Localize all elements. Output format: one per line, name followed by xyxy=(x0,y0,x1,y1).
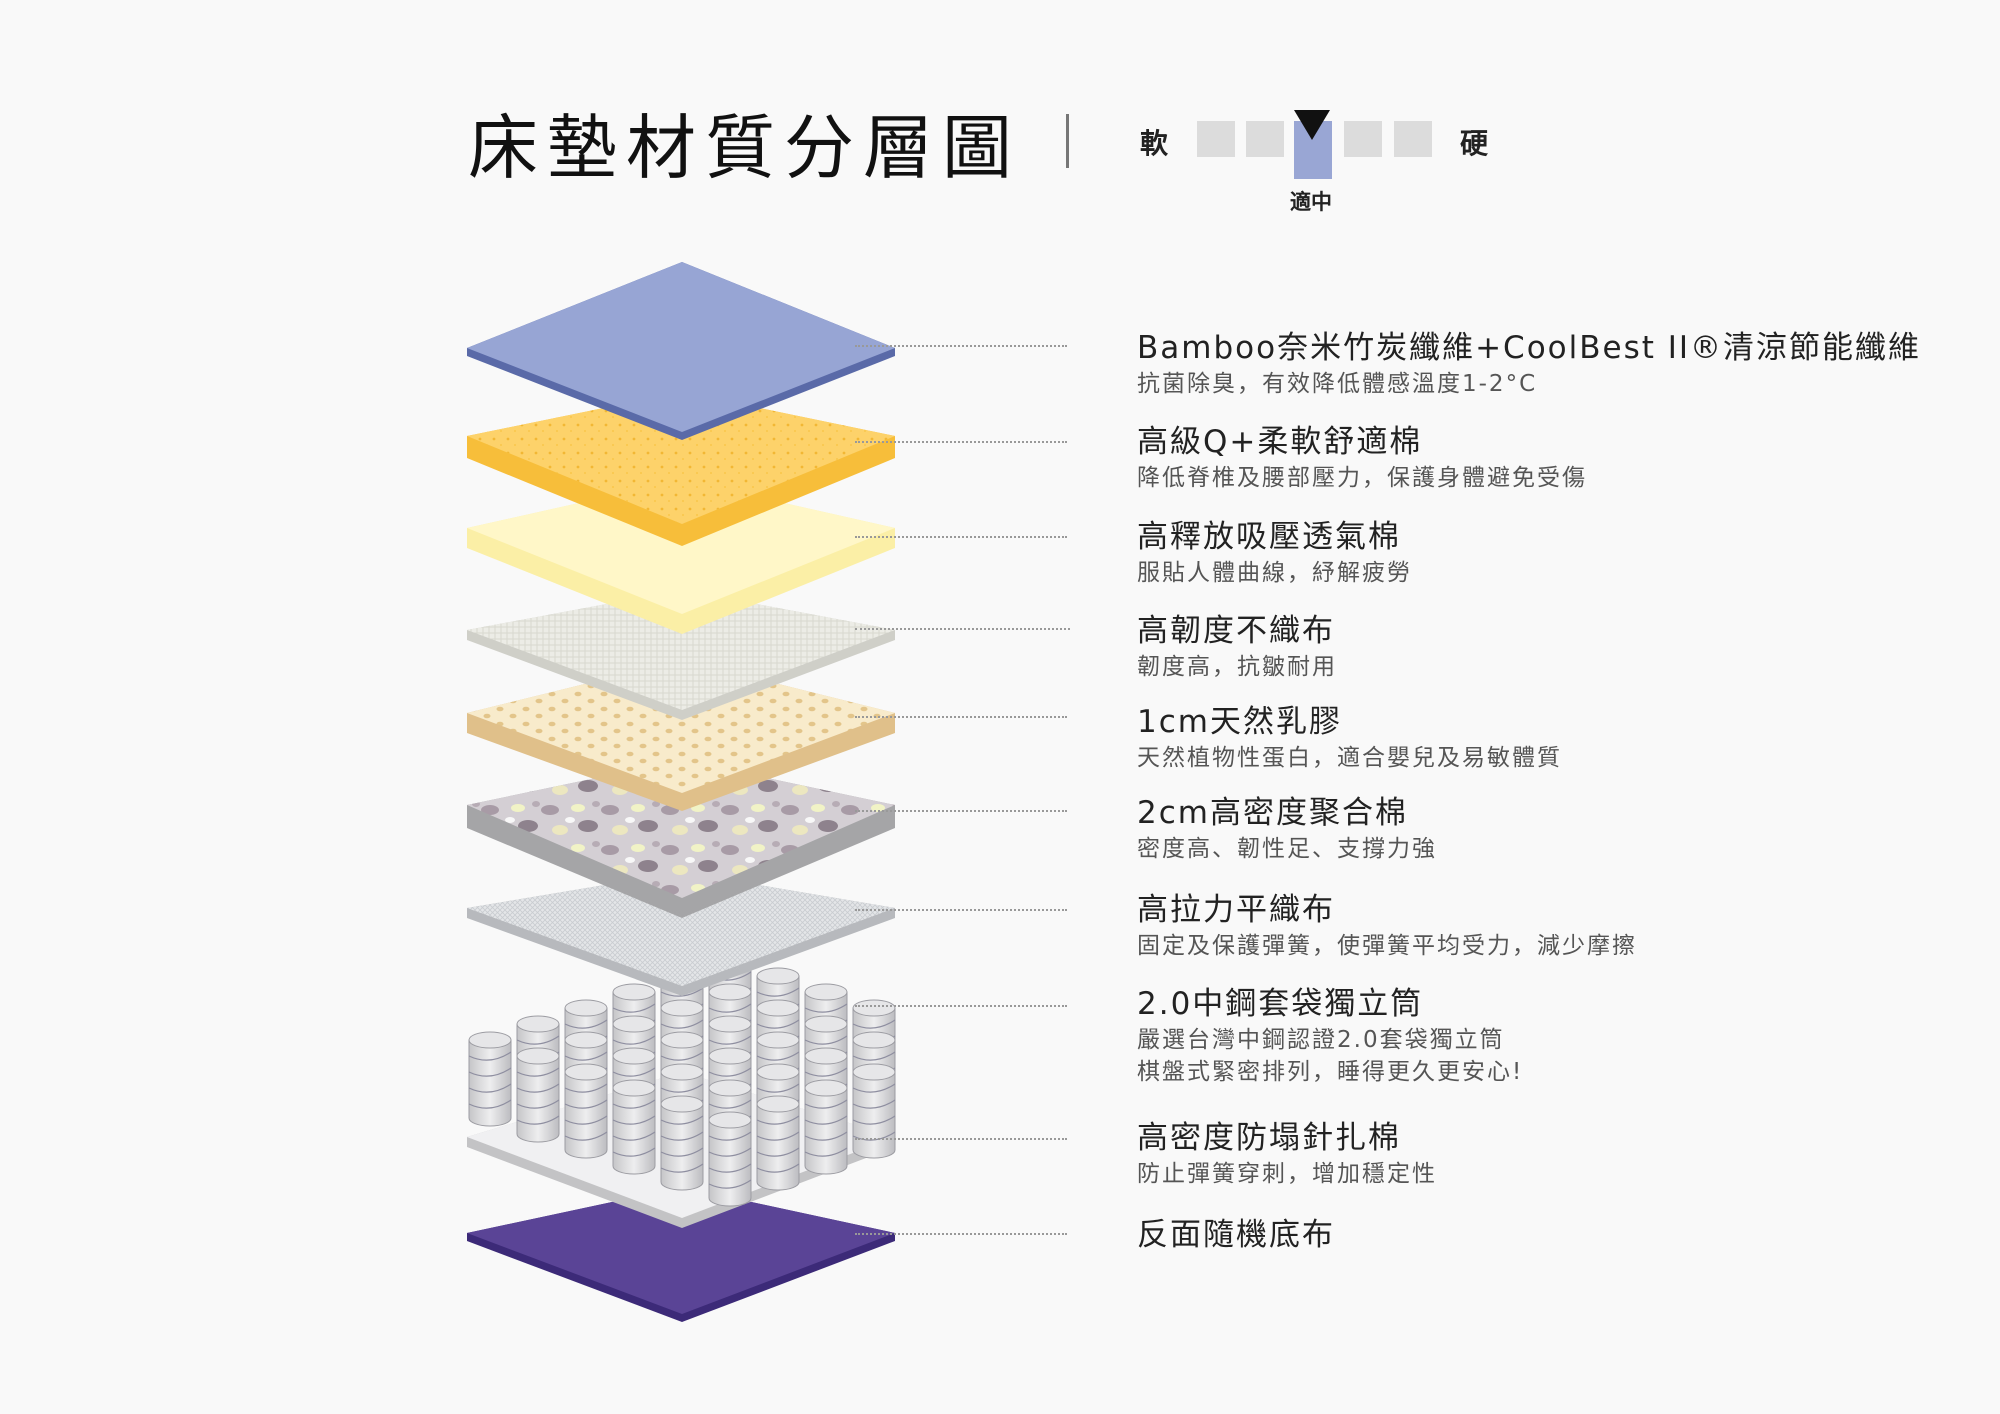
layer-name: 高釋放吸壓透氣棉 xyxy=(1137,519,1401,555)
firmness-level-5 xyxy=(1394,121,1432,157)
leader-line-8 xyxy=(855,1005,1067,1007)
layer-label-5: 1cm天然乳膠 天然植物性蛋白，適合嬰兒及易敏體質 xyxy=(1137,702,1562,774)
layer-label-1: Bamboo奈米竹炭纖維+CoolBest II®清涼節能纖維 抗菌除臭，有效降… xyxy=(1137,328,1921,400)
layer-top-bamboo-coolbest xyxy=(467,262,895,440)
layer-name: 高韌度不織布 xyxy=(1137,613,1335,649)
spring-coil-icon xyxy=(852,1063,896,1159)
layer-name: Bamboo奈米竹炭纖維+CoolBest II®清涼節能纖維 xyxy=(1137,330,1922,366)
layer-q-plus-comfort-foam xyxy=(467,392,895,546)
spring-coil-icon xyxy=(756,1095,800,1191)
firmness-level-1 xyxy=(1197,121,1235,157)
spring-coil-icon xyxy=(612,1079,656,1175)
leader-line-6 xyxy=(855,810,1067,812)
layer-natural-latex xyxy=(467,660,895,811)
spring-coil-icon xyxy=(804,1079,848,1175)
spring-coil-icon xyxy=(660,1095,704,1191)
layer-desc: 嚴選台灣中鋼認證2.0套袋獨立筒 xyxy=(1137,1027,1505,1053)
page-title: 床墊材質分層圖 xyxy=(468,107,1021,189)
layer-label-9: 高密度防塌針扎棉 防止彈簧穿刺，增加穩定性 xyxy=(1137,1118,1437,1190)
leader-line-3 xyxy=(855,536,1067,538)
layer-name: 反面隨機底布 xyxy=(1137,1217,1335,1253)
layer-nonwoven-fabric xyxy=(467,590,895,720)
firmness-level-2 xyxy=(1246,121,1284,157)
spring-coil-icon xyxy=(708,1111,752,1207)
layer-label-8: 2.0中鋼套袋獨立筒 嚴選台灣中鋼認證2.0套袋獨立筒 棋盤式緊密排列，睡得更久… xyxy=(1137,984,1523,1088)
layer-bottom-fabric xyxy=(467,1187,895,1322)
layer-name: 2cm高密度聚合棉 xyxy=(1137,795,1408,831)
layer-desc: 固定及保護彈簧，使彈簧平均受力，減少摩擦 xyxy=(1137,933,1637,959)
layer-high-density-foam xyxy=(467,760,895,918)
leader-line-5 xyxy=(855,716,1067,718)
leader-line-7 xyxy=(855,909,1067,911)
layer-desc: 防止彈簧穿刺，增加穩定性 xyxy=(1137,1161,1437,1187)
layer-name: 高拉力平織布 xyxy=(1137,892,1335,928)
leader-line-1 xyxy=(855,345,1067,347)
layer-label-3: 高釋放吸壓透氣棉 服貼人體曲線，紓解疲勞 xyxy=(1137,517,1412,589)
layer-desc: 抗菌除臭，有效降低體感溫度1-2°C xyxy=(1137,371,1538,397)
layer-desc: 降低脊椎及腰部壓力，保護身體避免受傷 xyxy=(1137,465,1587,491)
firmness-soft-label: 軟 xyxy=(1140,127,1169,160)
layer-name: 1cm天然乳膠 xyxy=(1137,704,1342,740)
layer-name: 高密度防塌針扎棉 xyxy=(1137,1120,1401,1156)
title-divider xyxy=(1066,114,1069,168)
leader-line-2 xyxy=(855,441,1067,443)
leader-line-4 xyxy=(855,628,1070,630)
firmness-pointer-icon xyxy=(1294,110,1330,140)
spring-coil-icon xyxy=(468,1031,512,1127)
layer-label-4: 高韌度不織布 韌度高，抗皺耐用 xyxy=(1137,611,1337,683)
leader-line-10 xyxy=(855,1233,1067,1235)
layer-pocket-springs xyxy=(468,951,896,1207)
spring-coil-icon xyxy=(564,1063,608,1159)
layer-desc: 服貼人體曲線，紓解疲勞 xyxy=(1137,560,1412,586)
layer-label-10: 反面隨機底布 xyxy=(1137,1215,1335,1255)
layer-desc: 密度高、韌性足、支撐力強 xyxy=(1137,836,1437,862)
layer-label-7: 高拉力平織布 固定及保護彈簧，使彈簧平均受力，減少摩擦 xyxy=(1137,890,1637,962)
layer-pressure-release-foam xyxy=(467,480,895,634)
firmness-hard-label: 硬 xyxy=(1460,127,1489,160)
spring-coil-icon xyxy=(516,1047,560,1143)
layer-label-2: 高級Q+柔軟舒適棉 降低脊椎及腰部壓力，保護身體避免受傷 xyxy=(1137,422,1587,494)
layer-high-tension-fabric xyxy=(467,872,895,996)
layer-label-6: 2cm高密度聚合棉 密度高、韌性足、支撐力強 xyxy=(1137,793,1437,865)
layer-desc: 天然植物性蛋白，適合嬰兒及易敏體質 xyxy=(1137,745,1562,771)
leader-line-9 xyxy=(855,1138,1067,1140)
layer-name: 高級Q+柔軟舒適棉 xyxy=(1137,424,1423,460)
layer-name: 2.0中鋼套袋獨立筒 xyxy=(1137,986,1424,1022)
layer-desc: 棋盤式緊密排列，睡得更久更安心! xyxy=(1137,1059,1524,1085)
layer-desc: 韌度高，抗皺耐用 xyxy=(1137,654,1337,680)
firmness-selected-label: 適中 xyxy=(1290,190,1332,214)
firmness-level-4 xyxy=(1344,121,1382,157)
